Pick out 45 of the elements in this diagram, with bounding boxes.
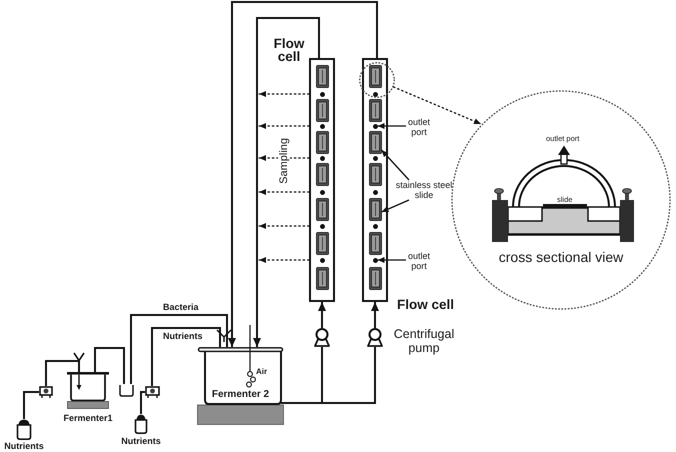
pump-icon	[314, 328, 330, 347]
vessel-label: Fermenter1	[62, 413, 114, 423]
pipe-line	[151, 327, 221, 386]
pipe-arrow	[371, 302, 379, 328]
air-label: Air	[256, 367, 268, 376]
sampling-arrow	[258, 155, 310, 161]
bottle-label: Nutrients	[3, 441, 45, 451]
sampling-arrow	[258, 223, 310, 229]
slide-icon	[368, 198, 382, 221]
pump-label: Centrifugal pump	[392, 327, 456, 355]
zoom-arrow	[392, 86, 482, 125]
pipe-line	[130, 314, 228, 384]
pump-icon	[39, 386, 53, 398]
callout-label: stainless steel slide	[394, 180, 454, 200]
detail-circle	[451, 90, 671, 310]
beaker-icon	[119, 384, 134, 397]
pipe-arrow	[253, 17, 320, 347]
leader-line	[378, 257, 406, 263]
dot-icon	[372, 124, 378, 128]
pipe-line	[94, 347, 125, 384]
edge-label: Bacteria	[163, 302, 199, 312]
sampling-label: Sampling	[278, 138, 290, 184]
pipe-arrow	[228, 1, 378, 347]
bottle-label: Nutrients	[120, 436, 162, 446]
view-caption: cross sectional view	[498, 250, 624, 265]
vessel-label: Fermenter 2	[210, 389, 270, 400]
sampling-arrow	[258, 257, 310, 263]
column-heading: Flow cell	[272, 37, 306, 63]
edge-label: Nutrients	[163, 331, 203, 341]
pipe-arrow	[318, 302, 326, 328]
pipe-line	[45, 360, 80, 386]
leader-line	[381, 150, 410, 180]
sampling-arrow	[258, 189, 310, 195]
slide-icon	[368, 131, 382, 154]
fermenter-vessel	[197, 347, 284, 425]
dot-icon	[372, 258, 378, 262]
column-heading: Flow cell	[397, 298, 454, 311]
pump-icon	[145, 386, 160, 398]
leader-line	[378, 123, 406, 129]
callout-label: outlet port	[406, 251, 432, 271]
zoom-circle	[359, 62, 395, 98]
callout-label: outlet port	[406, 117, 432, 137]
sampling-arrow	[258, 91, 310, 97]
leader-line	[381, 199, 410, 213]
sampling-arrow	[258, 123, 310, 129]
